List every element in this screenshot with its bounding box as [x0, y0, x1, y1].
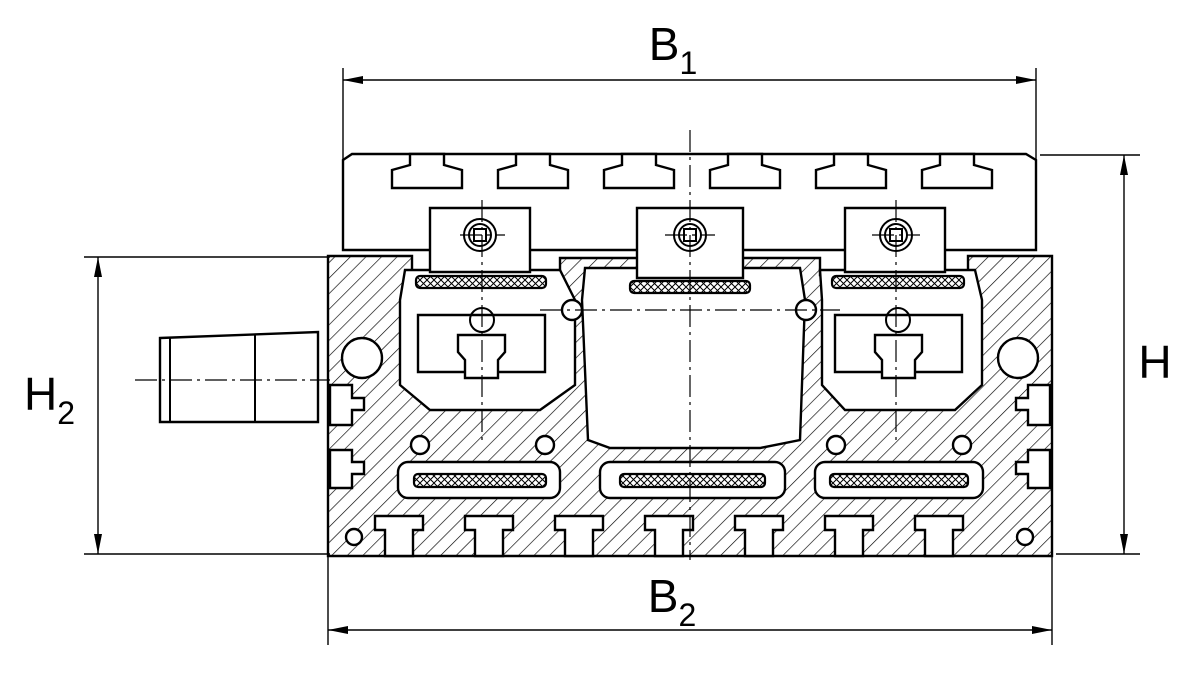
- center-lines: [460, 130, 920, 560]
- base-profile-section: [326, 254, 1054, 558]
- t-slot: [496, 152, 570, 190]
- h-label: H: [1138, 336, 1171, 388]
- dimension-b2: B2: [327, 555, 1053, 645]
- b2-subscript: 2: [678, 597, 696, 633]
- b2-label: B: [648, 570, 679, 622]
- t-slot: [390, 152, 464, 190]
- bottom-slot: [733, 514, 785, 558]
- bottom-slot: [913, 514, 965, 558]
- svg-text:B1: B1: [649, 18, 697, 81]
- h2-subscript: 2: [57, 395, 75, 431]
- bottom-slot: [373, 514, 425, 558]
- h2-label: H: [24, 368, 57, 420]
- drive-shaft: [135, 330, 330, 424]
- t-slot: [708, 152, 782, 190]
- b1-label: B: [649, 18, 680, 70]
- t-slot: [814, 152, 888, 190]
- bottom-slot: [823, 514, 875, 558]
- carriage-blocks: [428, 206, 947, 280]
- b1-subscript: 1: [679, 45, 697, 81]
- t-slot: [602, 152, 676, 190]
- guide-rails: [416, 307, 964, 380]
- svg-text:H2: H2: [24, 368, 75, 431]
- bottom-slot: [553, 514, 605, 558]
- bottom-slot: [643, 514, 695, 558]
- dimension-h2: H2: [24, 256, 330, 555]
- bottom-slot: [463, 514, 515, 558]
- svg-text:B2: B2: [648, 570, 696, 633]
- dimension-h: H: [1040, 154, 1172, 555]
- dimension-b1: B1: [342, 18, 1037, 160]
- t-slot: [920, 152, 994, 190]
